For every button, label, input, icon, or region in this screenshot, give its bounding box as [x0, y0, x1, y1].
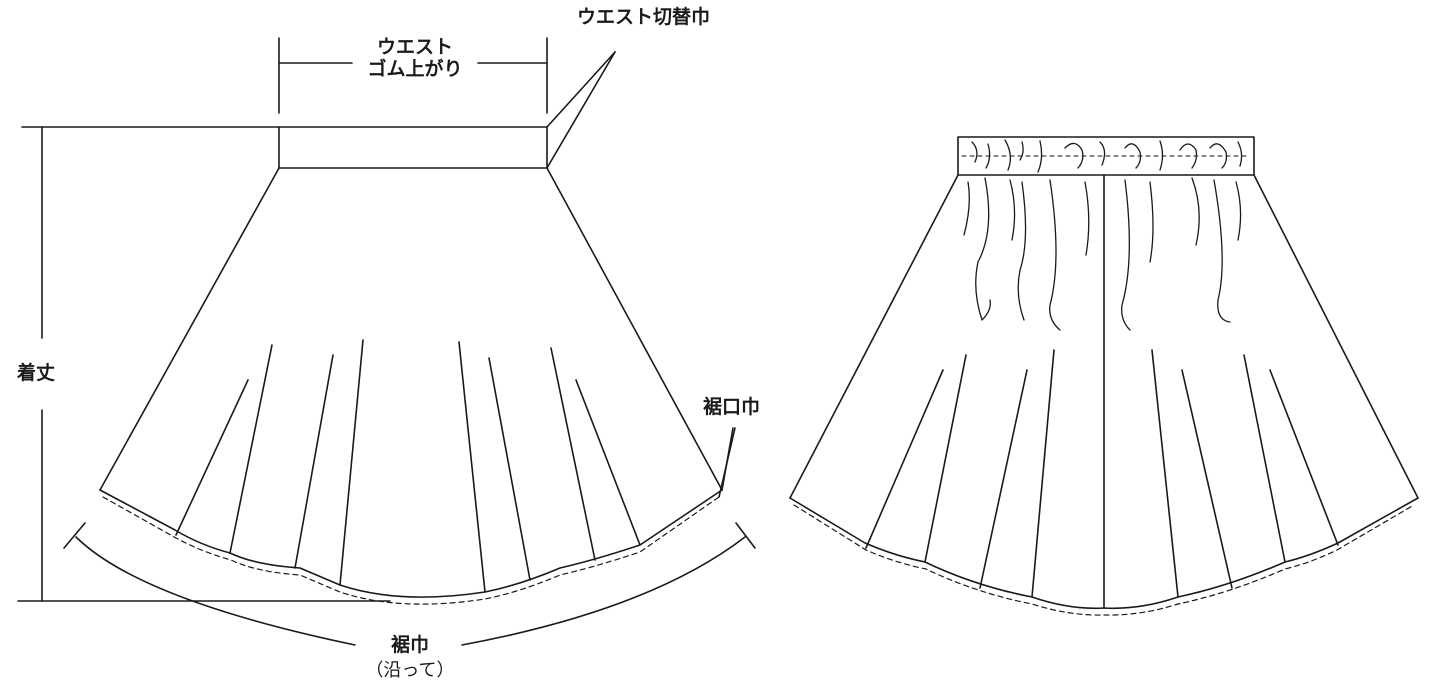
hem-stitch-right: [793, 504, 1415, 616]
hem-stitch-left: [102, 496, 720, 605]
waistband-left: [278, 126, 548, 169]
hem-width-label-line1: 裾巾: [390, 634, 429, 656]
waistband-gathers: [971, 139, 1243, 173]
gather-folds: [963, 177, 1242, 331]
left-side-seam: [99, 167, 280, 491]
waist-switch-width-label: ウエスト切替巾: [577, 6, 711, 28]
length-dimension: [17, 126, 391, 602]
hem-opening-width-label: 裾口巾: [703, 396, 761, 418]
pleat-lines-right: [865, 349, 1339, 598]
hem-opening-leader: [718, 427, 736, 498]
waist-elastic-label-line2: ゴム上がり: [367, 58, 463, 80]
hem-width-dimension: [63, 522, 756, 646]
waistband-right: [957, 136, 1255, 176]
hem-width-label-line2: （沿って）: [365, 660, 455, 681]
hem-outline-left: [99, 489, 723, 598]
measured-skirt-flat: [99, 126, 723, 605]
waist-elastic-label-line1: ウエスト: [376, 36, 453, 58]
length-label: 着丈: [17, 362, 56, 384]
waist-switch-width-leader: [546, 51, 616, 169]
gathered-skirt-illustration: [789, 136, 1419, 616]
waist-elastic-dimension: [278, 37, 548, 114]
pleat-lines-left: [175, 339, 641, 593]
right-side-seam: [546, 167, 723, 491]
